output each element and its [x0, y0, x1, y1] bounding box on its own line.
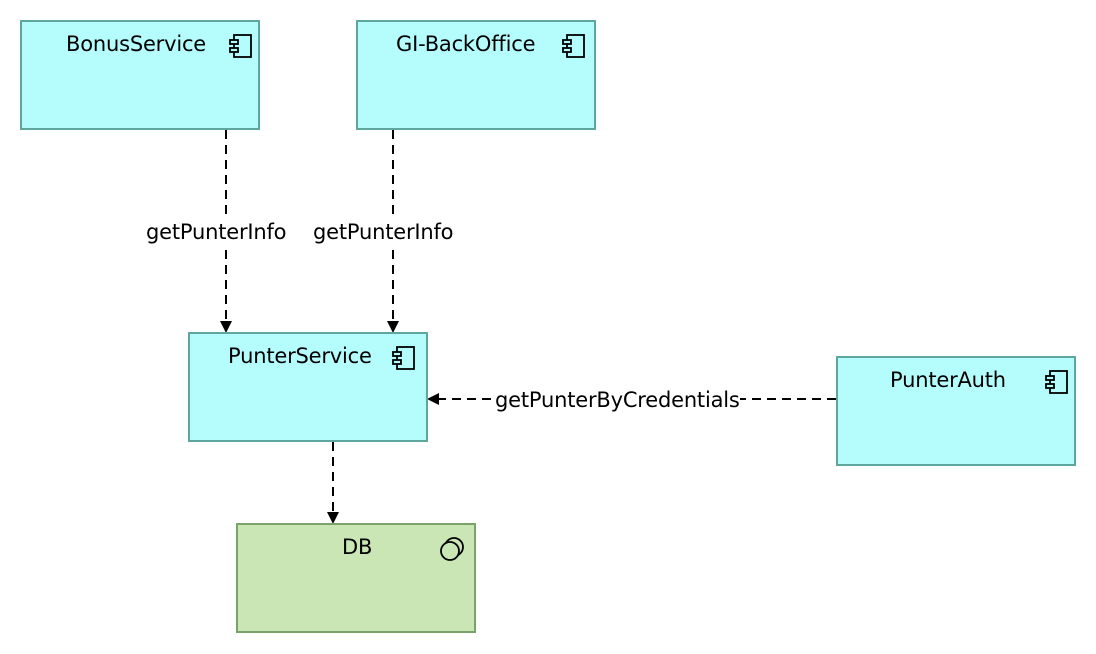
- node-gi-backoffice[interactable]: GI-BackOffice: [356, 20, 596, 130]
- edge-label-backoffice-to-punter: getPunterInfo: [313, 219, 454, 245]
- edge-label-bonus-to-punter: getPunterInfo: [146, 219, 287, 245]
- component-icon: [392, 346, 415, 370]
- system-software-icon: [440, 537, 464, 561]
- node-punterauth[interactable]: PunterAuth: [836, 356, 1076, 466]
- node-label-punterauth: PunterAuth: [890, 368, 1006, 392]
- node-bonusservice[interactable]: BonusService: [20, 20, 260, 130]
- node-label-gi-backoffice: GI-BackOffice: [396, 32, 536, 56]
- node-label-db: DB: [342, 535, 373, 559]
- node-label-bonusservice: BonusService: [66, 32, 207, 56]
- component-icon: [562, 34, 585, 58]
- component-icon: [1045, 370, 1068, 394]
- node-db[interactable]: DB: [236, 523, 476, 633]
- node-label-punterservice: PunterService: [228, 344, 372, 368]
- node-punterservice[interactable]: PunterService: [188, 332, 428, 442]
- component-icon: [229, 34, 252, 58]
- edge-label-auth-to-punter: getPunterByCredentials: [495, 387, 740, 413]
